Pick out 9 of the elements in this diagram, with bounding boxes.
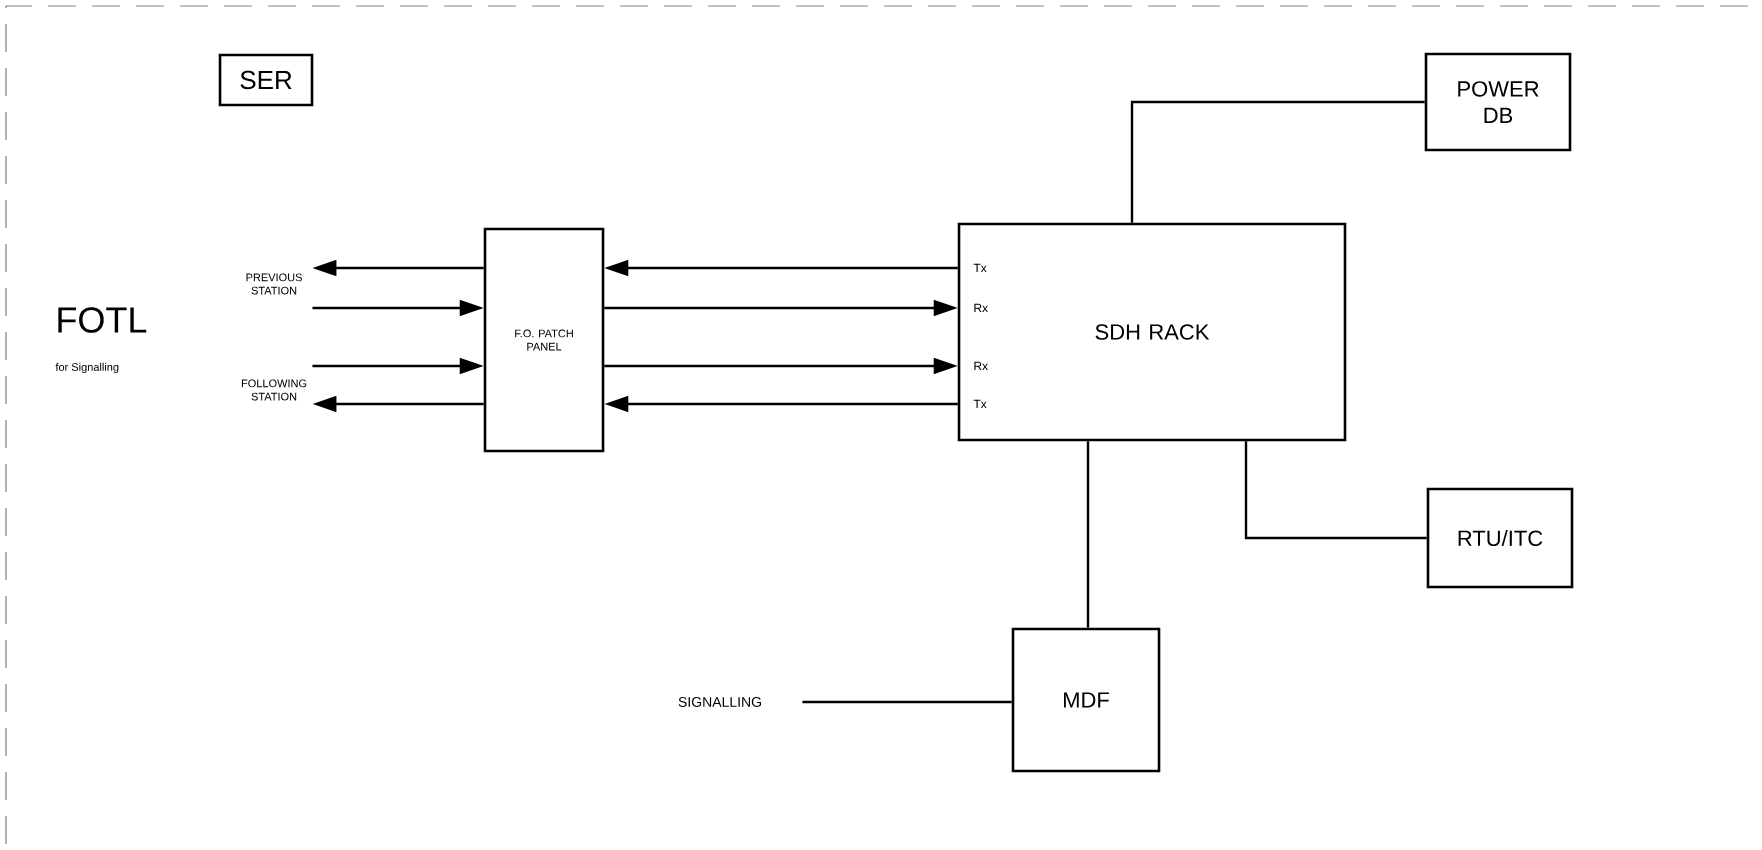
connector-line (802, 700, 1012, 704)
connector-line (1086, 441, 1090, 628)
unit-box: RTU/ITC (1426, 487, 1574, 589)
connector-line (1130, 100, 1425, 223)
frame-box: MDF (1011, 627, 1161, 773)
connector-line (1244, 441, 1427, 540)
heading-text: FOTL (58, 307, 147, 333)
label-box: SER (218, 53, 314, 107)
power-box: POWER DB (1424, 52, 1572, 152)
